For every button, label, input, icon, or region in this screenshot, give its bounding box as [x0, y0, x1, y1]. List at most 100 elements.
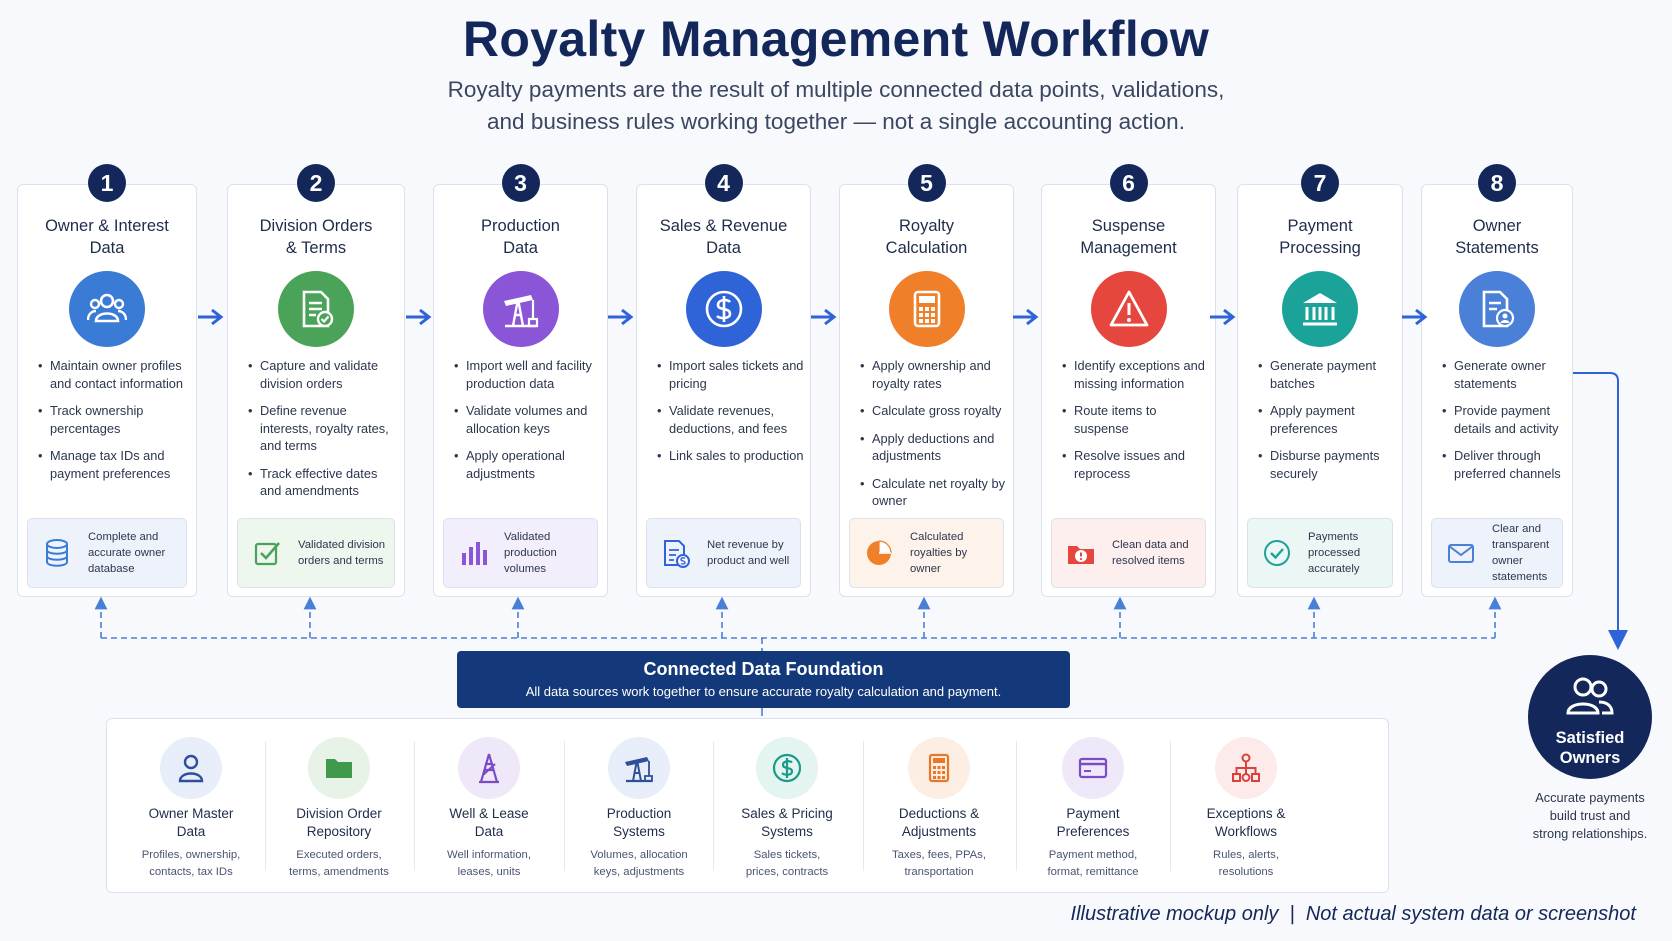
- data-source-description: Payment method, format, remittance: [1025, 847, 1161, 881]
- data-source-title-line-2: Data: [474, 824, 504, 839]
- flow-arrow-3: [608, 308, 634, 326]
- step-title-line-2: Data: [706, 239, 741, 257]
- data-source-description: Taxes, fees, PPAs, transportation: [871, 847, 1007, 881]
- step-title-line-1: Owner: [1472, 217, 1522, 235]
- data-source-desc-line-1: Taxes, fees, PPAs,: [892, 849, 986, 861]
- step-bullet: Deliver through preferred channels: [1442, 447, 1566, 482]
- step-title-line-1: Sales & Revenue: [659, 217, 788, 235]
- step-bullet-list: Generate payment batchesApply payment pr…: [1258, 357, 1396, 492]
- data-source-desc-line-2: prices, contracts: [745, 866, 829, 878]
- data-source-desc-line-1: Executed orders,: [296, 849, 382, 861]
- source-divider: [265, 741, 266, 871]
- step-title-line-2: Statements: [1455, 239, 1539, 257]
- data-source-desc-line-2: terms, amendments: [289, 866, 389, 878]
- step-title-line-2: Management: [1080, 239, 1177, 257]
- data-source-desc-line-1: Rules, alerts,: [1213, 849, 1279, 861]
- step-bullet: Calculate net royalty by owner: [860, 475, 1007, 510]
- step-title-line-2: Data: [89, 239, 125, 257]
- data-source-title-line-1: Payment: [1066, 806, 1120, 821]
- step-result-box: Clear and transparent owner statements: [1431, 518, 1563, 588]
- data-source-title-line-1: Division Order: [296, 806, 382, 821]
- data-source-title: Sales & Pricing Systems: [719, 805, 855, 841]
- foundation-title: Connected Data Foundation: [643, 659, 884, 679]
- step-title: Payment Processing: [1242, 215, 1398, 259]
- step-result-text: Validated division orders and terms: [298, 539, 386, 567]
- to-satisfied-connector: [1572, 372, 1628, 650]
- folder-icon: [308, 737, 370, 799]
- step-bullet: Capture and validate division orders: [248, 357, 398, 392]
- calculator-icon: [888, 271, 965, 347]
- workflow-step-7: 7 Payment Processing Generate payment ba…: [1237, 164, 1403, 597]
- alert-folder-icon: [1068, 546, 1094, 564]
- data-source-title-line-2: Systems: [761, 824, 813, 839]
- data-source-desc-line-2: leases, units: [457, 866, 521, 878]
- data-source-title-line-2: Preferences: [1056, 824, 1130, 839]
- satisfied-caption-line-2: build trust and: [1549, 808, 1631, 823]
- flow-arrow-4: [811, 308, 837, 326]
- invoice-icon: [664, 540, 690, 568]
- workflow-step-4: 4 Sales & Revenue Data Import sales tick…: [636, 164, 811, 597]
- data-source-desc-line-2: contacts, tax IDs: [149, 866, 233, 878]
- source-divider: [713, 741, 714, 871]
- step-bullet-list: Import sales tickets and pricingValidate…: [657, 357, 804, 475]
- step-bullet: Generate payment batches: [1258, 357, 1396, 392]
- satisfied-caption-line-3: strong relationships.: [1532, 826, 1648, 841]
- data-source-title: Deductions & Adjustments: [871, 805, 1007, 841]
- data-source-title: Well & Lease Data: [421, 805, 557, 841]
- step-number-badge: 2: [297, 164, 335, 202]
- step-bullet-list: Maintain owner profiles and contact info…: [38, 357, 190, 492]
- source-divider: [1016, 741, 1017, 871]
- step-number-badge: 3: [501, 164, 540, 202]
- data-source-desc-line-1: Sales tickets,: [753, 849, 821, 861]
- dollar-circle-icon: [685, 271, 762, 347]
- step-result-box: Validated division orders and terms: [237, 518, 395, 588]
- document-check-icon: [278, 271, 354, 347]
- step-result-box: Validated production volumes: [443, 518, 598, 588]
- step-bullet: Define revenue interests, royalty rates,…: [248, 402, 398, 455]
- step-result-text: Validated production volumes: [504, 531, 557, 575]
- satisfied-title-line-2: Owners: [1559, 749, 1621, 767]
- workflow-icon: [1215, 737, 1277, 799]
- step-bullet: Route items to suspense: [1062, 402, 1209, 437]
- data-source-title-line-2: Data: [176, 824, 206, 839]
- dollar-icon: [756, 737, 818, 799]
- statement-icon: [1459, 271, 1535, 347]
- connected-data-foundation: Connected Data Foundation All data sourc…: [457, 651, 1070, 708]
- workflow-step-1: 1 Owner & Interest Data Maintain owner p…: [17, 164, 197, 597]
- data-source-title-line-1: Deductions &: [898, 806, 980, 821]
- page-title: Royalty Management Workflow: [462, 11, 1210, 67]
- step-bullet: Import well and facility production data: [454, 357, 601, 392]
- step-result-text: Payments processed accurately: [1308, 531, 1361, 575]
- owners-group-icon: [1566, 677, 1614, 715]
- step-number-badge: 4: [704, 164, 743, 202]
- foundation-subtitle: All data sources work together to ensure…: [525, 684, 1002, 699]
- pie-chart-icon: [867, 540, 892, 565]
- data-source-item: Owner Master Data Profiles, ownership, c…: [119, 719, 263, 894]
- step-bullet-list: Capture and validate division ordersDefi…: [248, 357, 398, 510]
- data-source-desc-line-1: Well information,: [447, 849, 531, 861]
- step-bullet: Apply payment preferences: [1258, 402, 1396, 437]
- data-source-desc-line-2: keys, adjustments: [593, 866, 685, 878]
- data-source-title: Payment Preferences: [1025, 805, 1161, 841]
- workflow-step-6: 6 Suspense Management Identify exception…: [1041, 164, 1216, 597]
- warning-icon: [1090, 271, 1167, 347]
- step-result-text: Complete and accurate owner database: [88, 531, 166, 575]
- step-bullet: Disburse payments securely: [1258, 447, 1396, 482]
- data-source-title-line-1: Exceptions &: [1206, 806, 1286, 821]
- data-source-desc-line-2: transportation: [904, 866, 974, 878]
- step-bullet: Track ownership percentages: [38, 402, 190, 437]
- step-number-badge: 6: [1109, 164, 1148, 202]
- step-title-line-1: Production: [481, 217, 560, 235]
- source-divider: [414, 741, 415, 871]
- step-title: Owner & Interest Data: [22, 215, 192, 259]
- data-source-description: Profiles, ownership, contacts, tax IDs: [123, 847, 259, 881]
- satisfied-caption-line-1: Accurate payments: [1535, 790, 1645, 805]
- data-source-description: Sales tickets, prices, contracts: [719, 847, 855, 881]
- satisfied-caption: Accurate payments build trust and strong…: [1516, 789, 1664, 843]
- card-icon: [1062, 737, 1124, 799]
- step-number-badge: 1: [88, 164, 126, 202]
- data-source-item: Sales & Pricing Systems Sales tickets, p…: [715, 719, 859, 894]
- step-result-text: Calculated royalties by owner: [910, 531, 968, 575]
- step-number-badge: 7: [1301, 164, 1339, 202]
- step-bullet-list: Generate owner statementsProvide payment…: [1442, 357, 1566, 492]
